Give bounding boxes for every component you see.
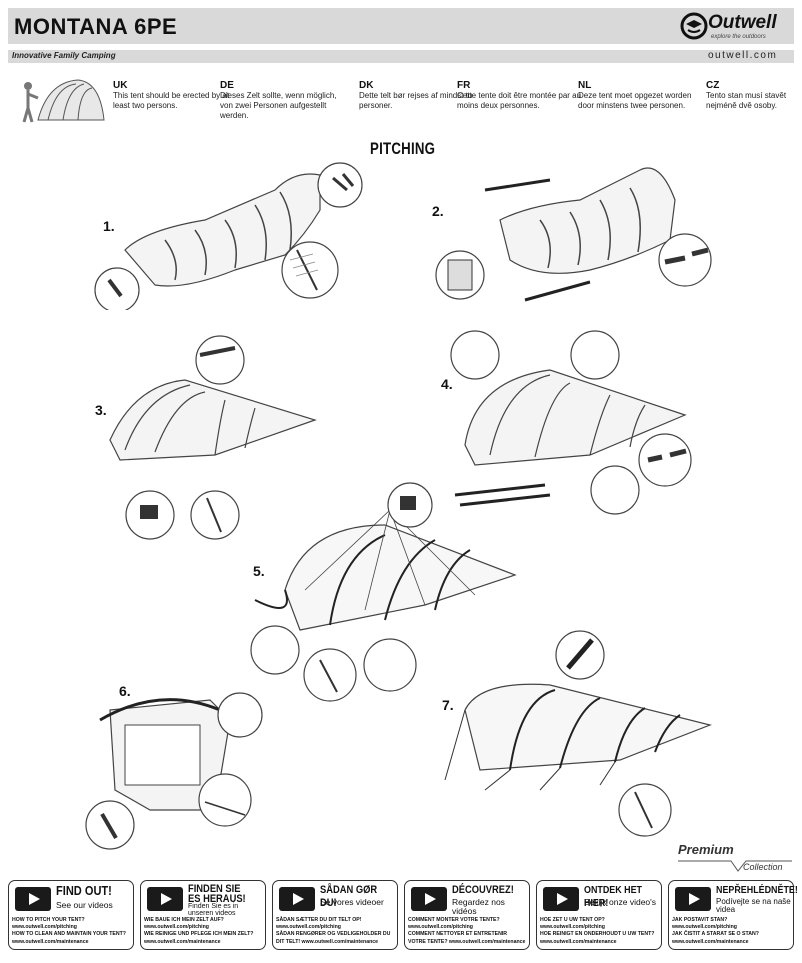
video-box-nl[interactable]: ONTDEK HET HIER! Bekijk onze video's HOE… (536, 880, 662, 950)
video-box-subheading: Podívejte se na naše videa (716, 897, 791, 914)
video-box-line: COMMENT MONTER VOTRE TENTE? (408, 917, 500, 923)
step-number: 7. (442, 697, 454, 713)
step-2-illustration (435, 167, 712, 302)
video-box-line: HOE ZET U UW TENT OP? (540, 917, 605, 923)
language-block-fr: FR Cette tente doit être montée par au m… (457, 80, 587, 111)
step-1-illustration (94, 162, 363, 310)
language-code: DE (220, 80, 234, 91)
video-box-line: COMMENT NETTOYER ET ENTRETENIR (408, 931, 508, 938)
header-bar (8, 8, 794, 44)
step-7-illustration (444, 630, 712, 837)
language-text: Tento stan musí stavět nejméně dvě osoby… (706, 91, 787, 110)
video-box-uk[interactable]: FIND OUT! See our videos HOW TO PITCH YO… (8, 880, 134, 950)
step-4-illustration (450, 330, 692, 515)
subtitle-bar (8, 50, 794, 63)
video-box-fr[interactable]: DÉCOUVREZ! Regardez nos vidéos COMMENT M… (404, 880, 530, 950)
language-text: Cette tente doit être montée par au moin… (457, 91, 582, 110)
video-box-line: HOE REINIGT EN ONDERHOUDT U UW TENT? (540, 931, 655, 938)
brand-tagline: explore the outdoors (711, 34, 766, 40)
language-code: NL (578, 80, 592, 91)
video-box-heading: FIND OUT! (56, 883, 112, 898)
step-number: 2. (432, 203, 444, 219)
step-number: 4. (441, 376, 453, 392)
premium-label: Premium (678, 842, 734, 857)
video-box-subheading: Bekijk onze video's (584, 897, 657, 907)
language-code: FR (457, 80, 471, 91)
video-box-link[interactable]: www.outwell.com/maintenance (12, 938, 89, 945)
video-box-de[interactable]: FINDEN SIE ES HERAUS! Finden Sie es in u… (140, 880, 266, 950)
video-box-link[interactable]: www.outwell.com/maintenance (672, 938, 749, 945)
play-icon[interactable] (147, 887, 183, 911)
step-number: 1. (103, 218, 115, 234)
collection-label: Collection (743, 862, 783, 872)
step-number: 6. (119, 683, 131, 699)
language-block-de: DE Dieses Zelt sollte, wenn möglich, von… (220, 80, 350, 121)
two-persons-tent-icon (22, 79, 105, 123)
language-block-cz: CZ Tento stan musí stavět nejméně dvě os… (706, 80, 796, 111)
video-box-line: SÅDAN SÆTTER DU DIT TELT OP! (276, 917, 362, 923)
step-number: 3. (95, 402, 107, 418)
step-6-illustration (85, 692, 263, 850)
video-box-link[interactable]: www.outwell.com/pitching (276, 924, 341, 931)
video-box-line: WIE BAUE ICH MEIN ZELT AUF? (144, 917, 224, 923)
video-box-line: SÅDAN RENGØRER OG VEDLIGEHOLDER DU (276, 931, 391, 938)
language-text: Deze tent moet opgezet worden door minst… (578, 91, 692, 110)
video-box-link[interactable]: www.outwell.com/pitching (408, 924, 473, 931)
video-box-subheading: Finden Sie es in unseren videos (188, 903, 239, 917)
step-5-illustration (250, 482, 517, 702)
page-title: MONTANA 6PE (14, 14, 178, 39)
language-text: This tent should be erected by at least … (113, 91, 230, 110)
video-box-subheading: Se vores videoer (320, 897, 384, 907)
video-box-subheading: Regardez nos vidéos (452, 897, 505, 916)
language-code: CZ (706, 80, 720, 91)
play-icon[interactable] (15, 887, 51, 911)
video-box-heading: FINDEN SIE ES HERAUS! (188, 883, 246, 905)
language-block-nl: NL Deze tent moet opgezet worden door mi… (578, 80, 708, 111)
video-box-heading: SÅDAN GØR DU! (320, 884, 378, 909)
step-3-illustration (109, 335, 317, 540)
video-box-link[interactable]: www.outwell.com/pitching (12, 924, 77, 931)
video-box-line: JAK ČISTIT A STARAT SE O STAN? (672, 931, 759, 938)
video-box-heading: DÉCOUVREZ! (452, 884, 514, 896)
video-box-dk[interactable]: SÅDAN GØR DU! Se vores videoer SÅDAN SÆT… (272, 880, 398, 950)
play-icon[interactable] (279, 887, 315, 911)
video-box-cz[interactable]: NEPŘEHLÉDNĚTE! Podívejte se na naše vide… (668, 880, 798, 950)
video-box-line: JAK POSTAVIT STAN? (672, 917, 728, 923)
video-box-link[interactable]: www.outwell.com/maintenance (540, 938, 617, 945)
video-box-line: HOW TO CLEAN AND MAINTAIN YOUR TENT? (12, 931, 126, 938)
language-block-uk: UK This tent should be erected by at lea… (113, 80, 243, 111)
website-link[interactable]: outwell.com (708, 50, 778, 61)
outwell-logo-icon (680, 12, 708, 40)
play-icon[interactable] (411, 887, 447, 911)
language-block-dk: DK Dette telt bør rejses af mindst to pe… (359, 80, 489, 111)
brand-logo-text: Outwell (708, 12, 777, 33)
video-box-line: HOW TO PITCH YOUR TENT? (12, 917, 85, 923)
page-subtitle: Innovative Family Camping (12, 51, 116, 60)
video-box-subheading: See our videos (56, 900, 113, 910)
video-box-link[interactable]: www.outwell.com/maintenance (144, 938, 221, 945)
step-number: 5. (253, 563, 265, 579)
video-box-link[interactable]: VOTRE TENTE? www.outwell.com/maintenance (408, 938, 526, 945)
section-title: PITCHING (370, 139, 436, 158)
video-box-link[interactable]: DIT TELT! www.outwell.com/maintenance (276, 938, 379, 945)
language-code: UK (113, 80, 128, 91)
play-icon[interactable] (543, 887, 579, 911)
language-code: DK (359, 80, 374, 91)
video-box-link[interactable]: www.outwell.com/pitching (144, 924, 209, 931)
premium-swoosh-icon (678, 860, 792, 872)
video-box-heading: ONTDEK HET HIER! (584, 884, 643, 909)
video-box-line: WIE REINIGE UND PFLEGE ICH MEIN ZELT? (144, 931, 254, 938)
video-box-heading: NEPŘEHLÉDNĚTE! (716, 884, 798, 896)
language-text: Dieses Zelt sollte, wenn möglich, von zw… (220, 91, 337, 120)
language-text: Dette telt bør rejses af mindst to perso… (359, 91, 473, 110)
play-icon[interactable] (675, 887, 711, 911)
video-box-link[interactable]: www.outwell.com/pitching (540, 924, 605, 931)
video-box-link[interactable]: www.outwell.com/pitching (672, 924, 737, 931)
